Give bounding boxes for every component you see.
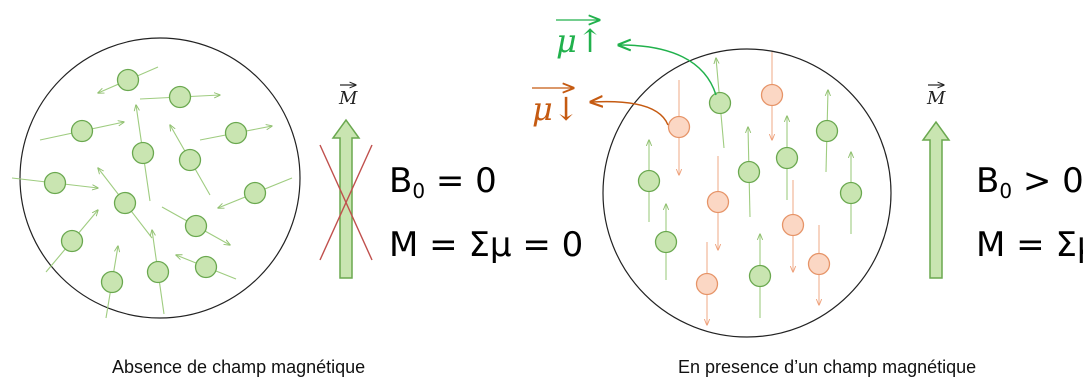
spin-particle-ball (45, 173, 66, 194)
spin-particle-ball (841, 183, 862, 204)
spin-particle-ball (750, 266, 771, 287)
left-m-label: M (339, 88, 357, 109)
right-m-equation: M = Σμ (976, 225, 1083, 265)
spin-particle-ball (72, 121, 93, 142)
spin-particle-ball (708, 192, 729, 213)
spin-particle-ball (669, 117, 690, 138)
right-magnetization-arrow (923, 122, 949, 278)
left-caption: Absence de champ magnétique (112, 357, 365, 378)
spin-particle-ball (186, 216, 207, 237)
spin-particle-ball (62, 231, 83, 252)
right-b0-base: B (976, 161, 999, 201)
spin-particle-ball (809, 254, 830, 275)
spin-particle-ball (783, 215, 804, 236)
right-b0-subscript: 0 (999, 179, 1012, 203)
left-b0-subscript: 0 (412, 179, 425, 203)
spin-particle-ball (656, 232, 677, 253)
right-b0-equation: B0 > 0 (976, 161, 1083, 203)
left-b0-value: = 0 (425, 161, 497, 201)
left-b0-equation: B0 = 0 (389, 161, 497, 203)
mu-up-label: μ↑ (556, 22, 604, 60)
spin-particle-ball (148, 262, 169, 283)
right-caption: En presence d’un champ magnétique (678, 357, 976, 378)
spin-particle-ball (777, 148, 798, 169)
mu-down-label: μ↓ (532, 90, 580, 128)
spin-particle-ball (196, 257, 217, 278)
spin-particle-ball (639, 171, 660, 192)
spin-particle-ball (710, 93, 731, 114)
spin-particle-ball (245, 183, 266, 204)
spin-particle-ball (817, 121, 838, 142)
spin-particle-ball (102, 272, 123, 293)
right-b0-value: > 0 (1012, 161, 1083, 201)
spin-particle-ball (739, 162, 760, 183)
spin-particle-ball (762, 85, 783, 106)
left-b0-base: B (389, 161, 412, 201)
right-m-label: M (927, 88, 945, 109)
left-m-equation: M = Σμ = 0 (389, 225, 583, 265)
spin-particle-ball (697, 274, 718, 295)
left-magnetization-arrow (333, 120, 359, 278)
spin-particle-ball (226, 123, 247, 144)
spin-particle-ball (170, 87, 191, 108)
spin-particle-ball (115, 193, 136, 214)
spin-particle-ball (180, 150, 201, 171)
spin-particle-ball (118, 70, 139, 91)
spin-particle-ball (133, 143, 154, 164)
